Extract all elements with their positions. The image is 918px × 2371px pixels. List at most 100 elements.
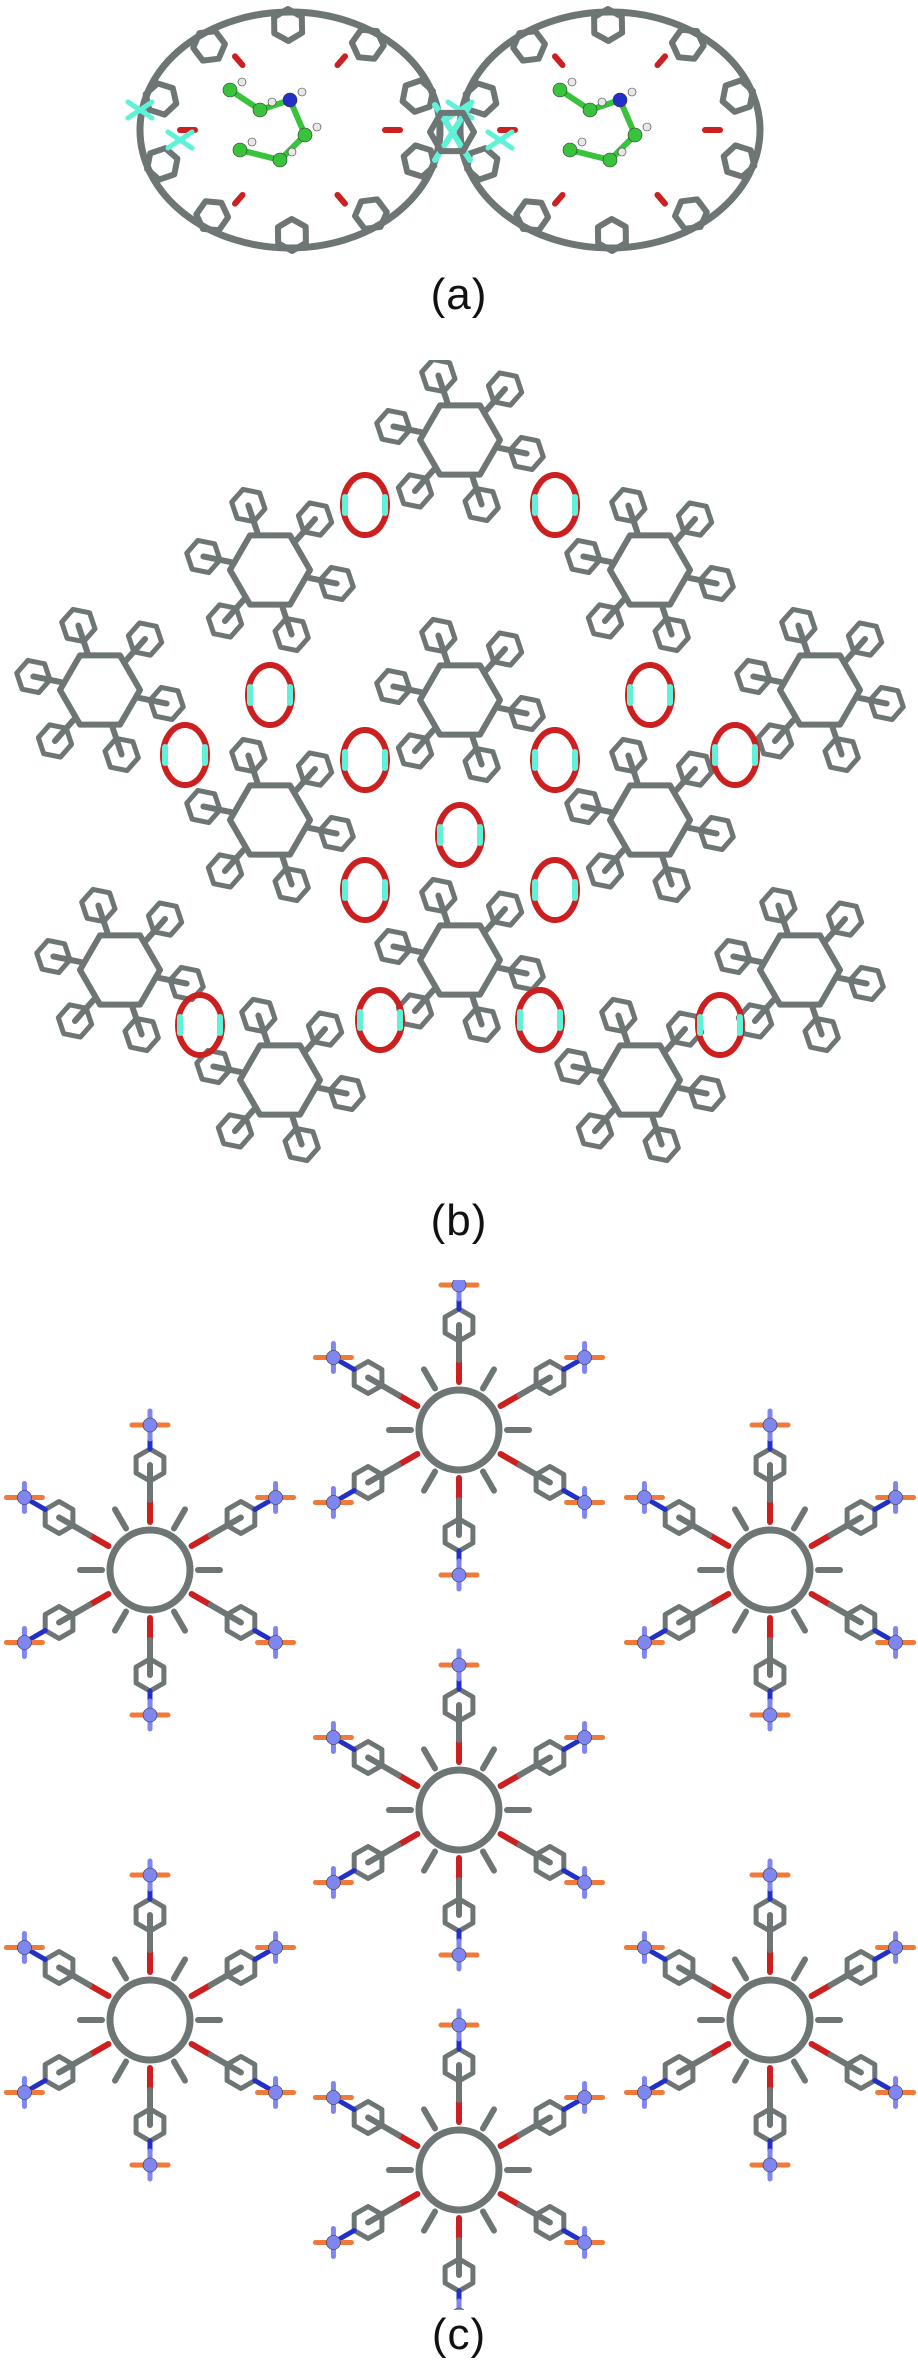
oxygen-ring (175, 992, 225, 1058)
arm-bond (686, 574, 720, 587)
framework-unit (374, 876, 546, 1044)
pyridine-ring (351, 1739, 385, 1776)
pyridine-ring (753, 2106, 787, 2144)
arm-bond (625, 502, 641, 536)
framework-unit (184, 736, 356, 904)
blue-node (3, 2076, 45, 2109)
arm-bond (856, 694, 890, 707)
blue-node (312, 2081, 354, 2114)
pyridine-ring (442, 1896, 476, 1934)
blue-atom (451, 1567, 467, 1583)
benzene-ring (271, 6, 306, 44)
carbon-bond (421, 1366, 438, 1392)
arm-bond (156, 974, 190, 987)
oxygen-bond (654, 53, 668, 69)
arm-bond (129, 1004, 145, 1038)
blue-atom (637, 1490, 652, 1505)
blue-atom (577, 1495, 592, 1510)
framework-unit (564, 486, 736, 654)
linker (160, 722, 210, 788)
arm-bond (221, 846, 247, 874)
panel-b-label: (b) (430, 1196, 488, 1245)
benzene-ring (802, 1015, 841, 1054)
benzene-ring (507, 694, 546, 733)
carbon-bond (480, 2106, 497, 2132)
benzene-ring (822, 735, 861, 774)
blue-atom (888, 1635, 903, 1650)
blue-atom (326, 2090, 341, 2105)
benzene-ring (485, 630, 525, 668)
blue-atom (17, 1940, 32, 1955)
blue-atom (268, 1940, 283, 1955)
pyridine-ring (844, 2054, 878, 2091)
arm-bond (411, 986, 437, 1014)
oxygen-bond (497, 2132, 523, 2149)
benzene-ring (462, 745, 501, 784)
benzene-ring (867, 684, 906, 723)
core-circle (415, 1386, 503, 1474)
metal-bond (485, 129, 515, 151)
blue-node (438, 1280, 480, 1302)
benzene-ring (395, 732, 435, 770)
benzene-ring (510, 28, 548, 64)
arm-bond (809, 1004, 825, 1038)
panel-c-network (3, 1280, 917, 2310)
pyridine-ring (42, 1949, 76, 1986)
panel-a-label: (a) (430, 270, 488, 319)
oxygen-ring (160, 722, 210, 788)
carbon-atom (627, 127, 643, 143)
benzene-ring (734, 657, 773, 696)
arm-bond (390, 423, 424, 436)
benzene-ring (14, 657, 53, 696)
arm-bond (580, 553, 614, 566)
core-ring (607, 782, 693, 858)
blue-atom (326, 1875, 341, 1890)
hydrogen-atom (312, 122, 322, 132)
benzene-ring (419, 876, 458, 915)
central-junction (427, 102, 477, 163)
carbon-atom (232, 142, 248, 158)
core-circle (415, 1766, 503, 1854)
pyridine-ring (844, 1499, 878, 1536)
blue-atom (637, 1940, 652, 1955)
arm-bond (289, 1114, 305, 1148)
arm-bond (483, 646, 509, 674)
core-ring (237, 1042, 323, 1118)
benzene-ring (317, 564, 356, 603)
core-ring (417, 662, 503, 738)
arm-bond (775, 902, 791, 936)
pyridine-ring (753, 1446, 787, 1484)
pyridine-ring (42, 1604, 76, 1641)
carbon-atom (222, 82, 238, 98)
rosette-node (3, 1408, 297, 1732)
pyridine-ring (42, 1499, 76, 1536)
benzene-ring (507, 434, 546, 473)
arm-bond (591, 1106, 617, 1134)
linker (340, 472, 390, 538)
arm-bond (293, 766, 319, 794)
oxygen-bond (232, 53, 246, 69)
oxygen-bond (395, 1831, 421, 1848)
benzene-ring (485, 370, 525, 408)
linker (710, 722, 760, 788)
carbon-bond (171, 1956, 188, 1982)
arm-bond (795, 622, 811, 656)
arm-bond (676, 1084, 710, 1097)
carbon-bond (421, 2106, 438, 2132)
blue-node (438, 1558, 480, 1592)
oxygen-ring (340, 727, 390, 793)
oxygen-ring (355, 987, 405, 1053)
arm-bond (245, 502, 261, 536)
benzene-ring (400, 142, 438, 180)
benzene-ring (779, 606, 818, 645)
blue-node (312, 1866, 354, 1899)
rosette-node (3, 1858, 297, 2182)
arm-bond (673, 516, 699, 544)
oxygen-bond (552, 191, 566, 207)
arm-bond (829, 724, 845, 758)
benzene-ring (464, 145, 501, 183)
arm-bond (843, 636, 869, 664)
pyridine-ring (224, 1499, 258, 1536)
linker (530, 857, 580, 923)
oxygen-bond (497, 2191, 523, 2208)
